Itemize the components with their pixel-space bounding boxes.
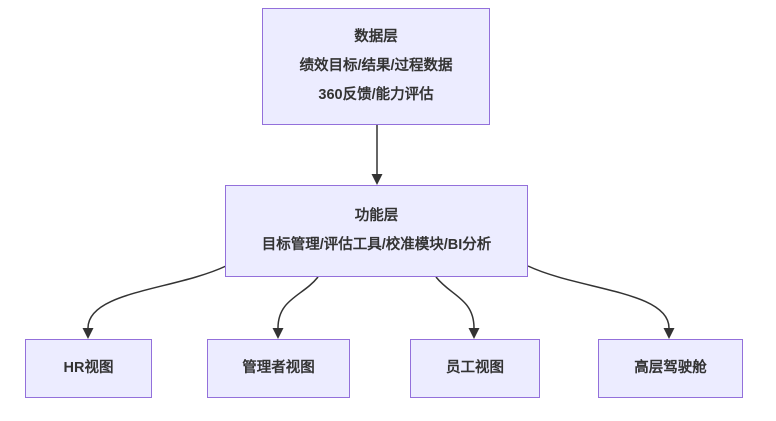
node-function-layer-line-2: 目标管理/评估工具/校准模块/BI分析 xyxy=(261,237,492,253)
arrowhead-data-to-function xyxy=(371,174,383,185)
node-hr-view-label: HR视图 xyxy=(63,360,114,376)
arrowhead-function-to-manager xyxy=(272,328,284,339)
node-function-layer: 功能层 目标管理/评估工具/校准模块/BI分析 xyxy=(225,185,528,277)
edge-function-to-manager xyxy=(277,276,319,329)
edge-function-to-employee xyxy=(435,276,475,329)
node-function-layer-title: 功能层 xyxy=(354,208,399,224)
node-exec-view-label: 高层驾驶舱 xyxy=(634,360,707,376)
arrowhead-function-to-employee xyxy=(468,328,480,339)
edge-function-to-hr xyxy=(87,265,227,329)
node-employee-view: 员工视图 xyxy=(410,339,540,398)
node-data-layer-line-2: 绩效目标/结果/过程数据 xyxy=(299,58,453,74)
node-exec-view: 高层驾驶舱 xyxy=(598,339,743,398)
node-employee-view-label: 员工视图 xyxy=(446,360,504,376)
node-manager-view-label: 管理者视图 xyxy=(242,360,315,376)
node-manager-view: 管理者视图 xyxy=(207,339,350,398)
node-hr-view: HR视图 xyxy=(25,339,152,398)
node-data-layer-line-3: 360反馈/能力评估 xyxy=(318,87,434,103)
arrowhead-function-to-exec xyxy=(663,328,675,339)
arrowhead-function-to-hr xyxy=(82,328,94,339)
edge-function-to-exec xyxy=(527,265,670,329)
node-data-layer-title: 数据层 xyxy=(354,29,398,45)
node-data-layer: 数据层 绩效目标/结果/过程数据 360反馈/能力评估 xyxy=(262,8,490,125)
